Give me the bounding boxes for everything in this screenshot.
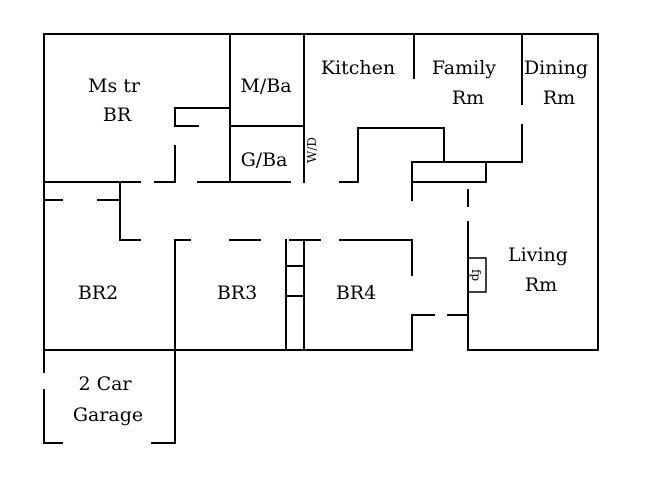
label-washer-dryer: W/D bbox=[305, 137, 319, 163]
fireplace-icon bbox=[467, 257, 487, 293]
label-guest-bath: G/Ba bbox=[241, 149, 288, 171]
label-master-br: Ms tr BR bbox=[88, 75, 146, 126]
label-garage: 2 Car Garage bbox=[73, 373, 143, 426]
label-br3: BR3 bbox=[217, 282, 257, 304]
room-labels: Ms tr BR M/Ba G/Ba W/D Kitchen Family Rm… bbox=[73, 57, 594, 426]
label-br2: BR2 bbox=[78, 282, 118, 304]
label-family-rm: Family Rm bbox=[432, 57, 502, 109]
label-dining-rm: Dining Rm bbox=[524, 57, 594, 109]
label-living-rm: Living Rm bbox=[508, 244, 574, 296]
label-br4: BR4 bbox=[336, 282, 376, 304]
label-kitchen: Kitchen bbox=[321, 57, 395, 79]
label-fireplace: fp bbox=[469, 269, 483, 281]
label-master-bath: M/Ba bbox=[240, 75, 291, 97]
